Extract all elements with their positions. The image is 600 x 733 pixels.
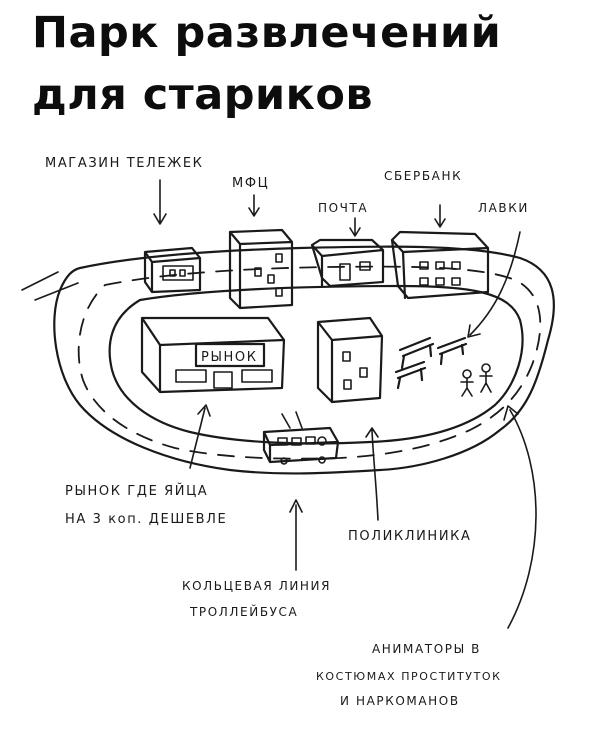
post-door: [339, 263, 351, 281]
road-center-line: [77, 265, 542, 460]
label-mfc: МФЦ: [232, 176, 269, 191]
post-window: [359, 261, 371, 271]
arrow-benches: [467, 231, 521, 338]
arrows: [153, 179, 537, 629]
arrow-cart-shop: [153, 179, 167, 225]
label-benches: ЛАВКИ: [478, 201, 529, 215]
sberbank-building: [390, 230, 490, 300]
label-trolley-2: ТРОЛЛЕЙБУСА: [189, 604, 298, 619]
trolleybus-wheel-rear-2: [318, 456, 326, 464]
bench-1: [398, 336, 435, 370]
animator-2: [479, 363, 493, 393]
label-animators-1: АНИМАТОРЫ В: [372, 642, 481, 656]
road-inner-edge: [108, 284, 524, 445]
cart-shop-building: [143, 246, 202, 294]
trolleybus-wheel-rear: [280, 457, 288, 465]
arrow-clinic: [365, 427, 379, 521]
trolleybus-wheel-front: [317, 436, 327, 446]
animator-figures: [460, 363, 493, 397]
market-building: РЫНОК: [140, 316, 286, 394]
market-facade: [175, 369, 273, 389]
cart-shop-window: [162, 265, 194, 281]
polyclinic-building: [316, 316, 384, 404]
bench-2: [436, 336, 468, 366]
polyclinic-windows: [342, 351, 368, 390]
cart-shop-walls: [143, 246, 202, 294]
trolleybus: [262, 411, 340, 465]
mfc-building: [228, 228, 294, 310]
arrow-post: [349, 217, 361, 237]
trolleybus-poles: [281, 411, 303, 429]
arrow-trolley: [289, 499, 303, 571]
sberbank-windows: [419, 261, 461, 286]
page-title: Парк развлечений для стариков: [32, 2, 501, 126]
arrow-market: [189, 404, 211, 469]
sberbank-walls: [390, 230, 490, 300]
market-sign-board: [194, 342, 266, 368]
label-post: ПОЧТА: [318, 201, 368, 215]
mfc-walls: [228, 228, 294, 310]
post-walls: [310, 238, 385, 288]
animator-1: [460, 369, 474, 397]
label-market-2: НА 3 коп. ДЕШЕВЛЕ: [65, 512, 227, 527]
road-spur: [21, 271, 79, 301]
market-sign-text: РЫНОК: [201, 350, 258, 365]
cart-shop-window-marks: [169, 269, 186, 277]
market-walls: [140, 316, 286, 394]
label-cart-shop: МАГАЗИН ТЕЛЕЖЕК: [45, 156, 204, 171]
title-line-2: для стариков: [32, 70, 374, 120]
title-line-1: Парк развлечений: [32, 8, 502, 58]
mfc-windows: [254, 253, 283, 297]
benches: [394, 336, 468, 390]
label-animators-2: КОСТЮМАХ ПРОСТИТУТОК: [316, 670, 502, 683]
label-clinic: ПОЛИКЛИНИКА: [348, 529, 471, 544]
label-trolley-1: КОЛЬЦЕВАЯ ЛИНИЯ: [182, 579, 331, 593]
trolleybus-windows: [277, 436, 316, 446]
label-animators-3: И НАРКОМАНОВ: [340, 694, 460, 708]
label-market-1: РЫНОК ГДЕ ЯЙЦА: [65, 483, 208, 499]
bench-3: [394, 360, 427, 390]
arrow-mfc: [248, 194, 260, 217]
label-sberbank: СБЕРБАНК: [384, 169, 462, 183]
ring-road: [21, 245, 555, 475]
post-office-building: [310, 238, 385, 288]
polyclinic-walls: [316, 316, 384, 404]
arrow-sberbank: [434, 204, 446, 228]
arrow-animators: [503, 405, 537, 629]
road-outer-edge: [53, 245, 555, 475]
